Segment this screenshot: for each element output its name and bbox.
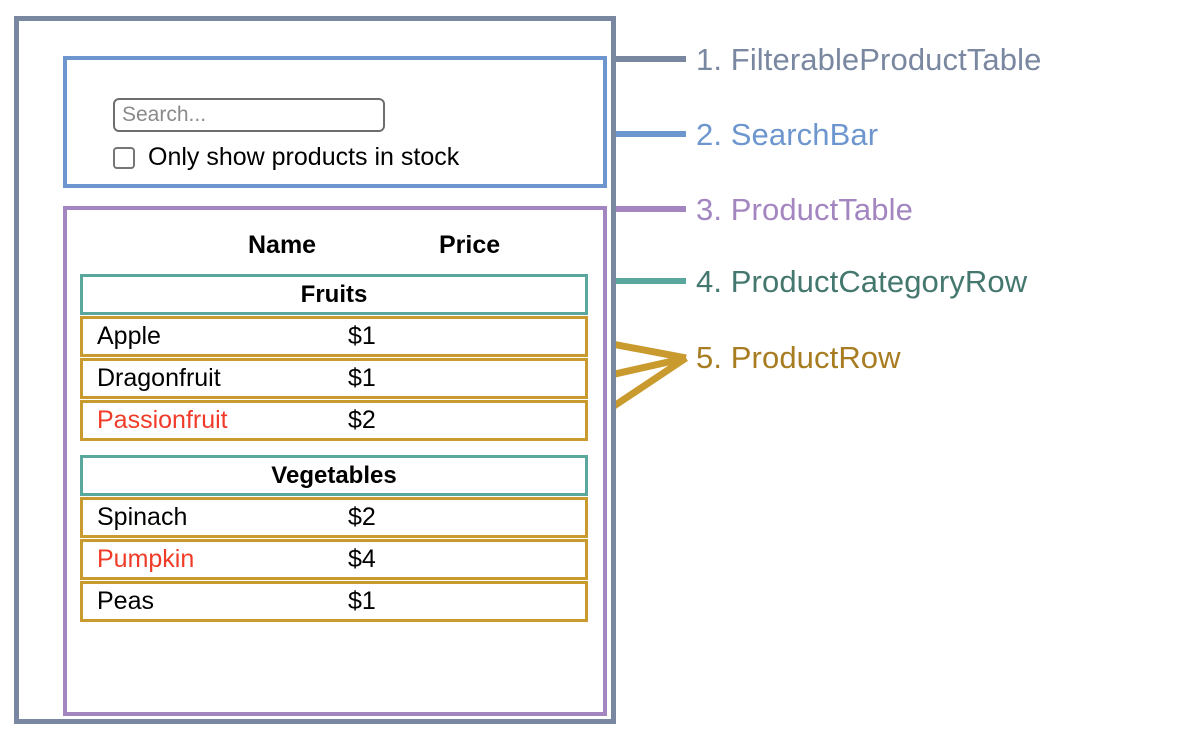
product-row: Apple $1	[80, 316, 588, 357]
product-rows-container: Fruits Apple $1 Dragonfruit $1 Passionfr…	[80, 274, 588, 623]
legend-text: ProductTable	[730, 192, 913, 227]
column-header-name: Name	[248, 231, 317, 259]
product-price: $1	[348, 364, 376, 392]
filterable-product-table: Only show products in stock Name Price F…	[14, 16, 616, 724]
legend-text: ProductRow	[730, 340, 901, 375]
search-input[interactable]	[113, 98, 385, 132]
product-category-label: Fruits	[300, 281, 368, 308]
product-name: Apple	[97, 322, 161, 350]
product-row: Dragonfruit $1	[80, 358, 588, 399]
product-name: Dragonfruit	[97, 364, 221, 392]
product-price: $4	[348, 545, 376, 573]
product-row: Pumpkin $4	[80, 539, 588, 580]
group-spacer	[80, 442, 588, 455]
product-name: Spinach	[97, 503, 188, 531]
legend-item-product-row: 5. ProductRow	[696, 342, 901, 373]
product-row: Passionfruit $2	[80, 400, 588, 441]
product-category-row: Fruits	[80, 274, 588, 315]
legend-item-filterable-product-table: 1. FilterableProductTable	[696, 44, 1041, 75]
legend-text: SearchBar	[730, 117, 879, 152]
legend-text: ProductCategoryRow	[730, 264, 1028, 299]
product-name: Pumpkin	[97, 545, 195, 573]
product-name: Peas	[97, 587, 154, 615]
checkbox-icon[interactable]	[113, 146, 135, 169]
legend-item-product-category-row: 4. ProductCategoryRow	[696, 266, 1027, 297]
product-price: $2	[348, 406, 376, 434]
legend-item-search-bar: 2. SearchBar	[696, 119, 878, 150]
product-name: Passionfruit	[97, 406, 228, 434]
product-category-label: Vegetables	[271, 462, 397, 489]
product-row: Peas $1	[80, 581, 588, 622]
table-header-row: Name Price	[107, 226, 567, 264]
legend-number: 2.	[696, 117, 731, 152]
legend-number: 4.	[696, 264, 731, 299]
legend-text: FilterableProductTable	[730, 42, 1042, 77]
product-price: $1	[348, 322, 376, 350]
in-stock-filter[interactable]: Only show products in stock	[113, 145, 459, 170]
legend-number: 3.	[696, 192, 731, 227]
product-table: Name Price Fruits Apple $1 Dragonfruit $…	[63, 206, 607, 716]
legend-number: 5.	[696, 340, 731, 375]
product-row: Spinach $2	[80, 497, 588, 538]
product-price: $2	[348, 503, 376, 531]
search-bar: Only show products in stock	[63, 56, 607, 188]
product-price: $1	[348, 587, 376, 615]
column-header-price: Price	[439, 231, 501, 259]
legend-item-product-table: 3. ProductTable	[696, 194, 913, 225]
product-category-row: Vegetables	[80, 455, 588, 496]
legend-number: 1.	[696, 42, 731, 77]
in-stock-filter-label: Only show products in stock	[148, 143, 460, 171]
